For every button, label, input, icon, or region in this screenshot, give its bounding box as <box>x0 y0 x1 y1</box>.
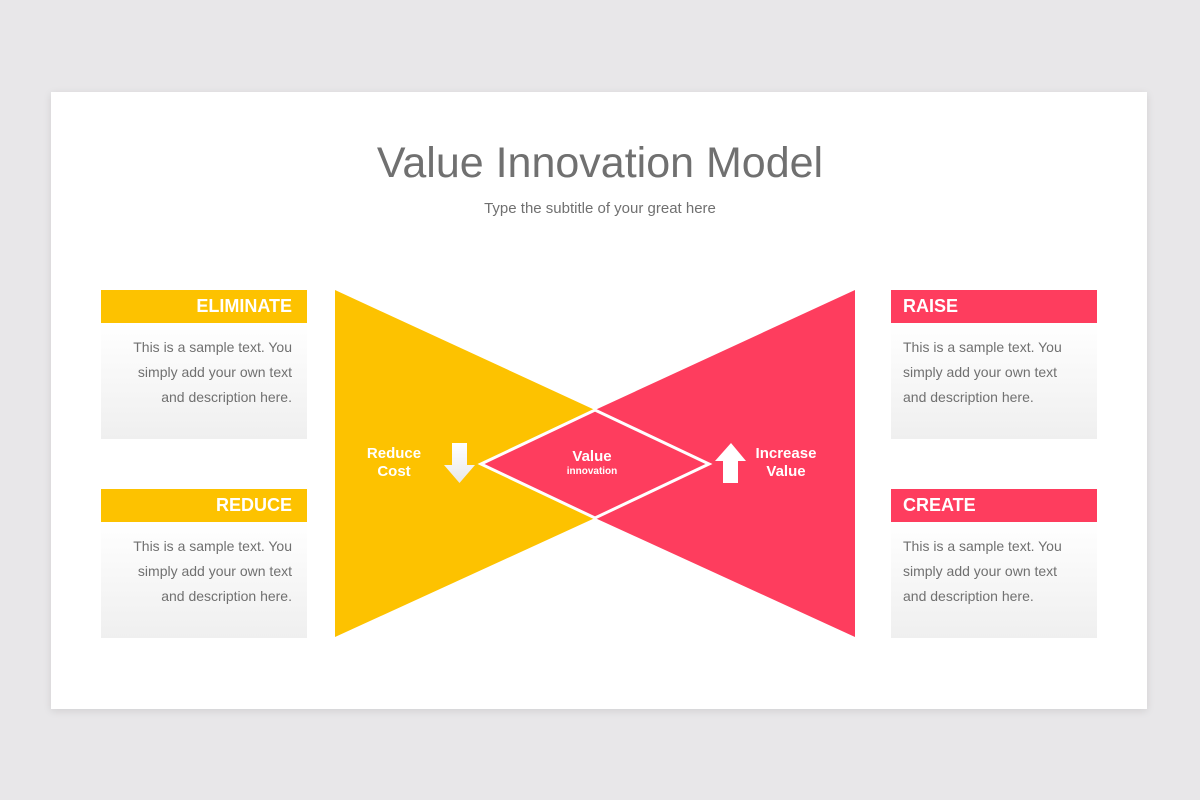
value-innovation-line2: innovation <box>566 466 618 477</box>
card-reduce-title: REDUCE <box>101 489 307 522</box>
card-eliminate-line1: This is a sample text. You <box>133 339 292 355</box>
page-subtitle: Type the subtitle of your great here <box>484 200 716 217</box>
card-raise-line2: simply add your own text <box>903 364 1058 380</box>
card-raise-line3: and description here. <box>903 389 1034 405</box>
reduce-cost-label: Reduce Cost <box>354 445 434 481</box>
card-create-line2: simply add your own text <box>903 563 1058 579</box>
page-title: Value Innovation Model <box>376 139 824 187</box>
card-eliminate-text: This is a sample text. You simply add yo… <box>101 323 307 439</box>
card-reduce-line1: This is a sample text. You <box>133 538 292 554</box>
card-create-line1: This is a sample text. You <box>903 538 1062 554</box>
card-reduce-line2: simply add your own text <box>137 563 292 579</box>
arrow-down-icon <box>444 443 475 483</box>
value-innovation-line1: Value <box>572 448 612 465</box>
arrow-up-icon <box>715 443 746 483</box>
card-create-text: This is a sample text. You simply add yo… <box>891 522 1097 638</box>
card-raise: RAISE This is a sample text. You simply … <box>891 290 1097 439</box>
increase-value-line2: Value <box>766 463 806 480</box>
value-innovation-diamond <box>477 408 713 520</box>
card-eliminate-title: ELIMINATE <box>101 290 307 323</box>
card-reduce-line3: and description here. <box>161 588 292 604</box>
card-reduce-text: This is a sample text. You simply add yo… <box>101 522 307 638</box>
increase-value-line1: Increase <box>755 445 817 462</box>
card-reduce: REDUCE This is a sample text. You simply… <box>101 489 307 638</box>
card-raise-title: RAISE <box>891 290 1097 323</box>
card-eliminate: ELIMINATE This is a sample text. You sim… <box>101 290 307 439</box>
card-raise-text: This is a sample text. You simply add yo… <box>891 323 1097 439</box>
card-create: CREATE This is a sample text. You simply… <box>891 489 1097 638</box>
card-eliminate-line3: and description here. <box>161 389 292 405</box>
card-eliminate-line2: simply add your own text <box>137 364 292 380</box>
value-innovation-label: Value innovation <box>542 448 642 478</box>
card-create-title: CREATE <box>891 489 1097 522</box>
card-raise-line1: This is a sample text. You <box>903 339 1062 355</box>
reduce-cost-line1: Reduce <box>366 445 422 462</box>
reduce-cost-line2: Cost <box>377 463 411 480</box>
card-create-line3: and description here. <box>903 588 1034 604</box>
increase-value-label: Increase Value <box>746 445 826 481</box>
